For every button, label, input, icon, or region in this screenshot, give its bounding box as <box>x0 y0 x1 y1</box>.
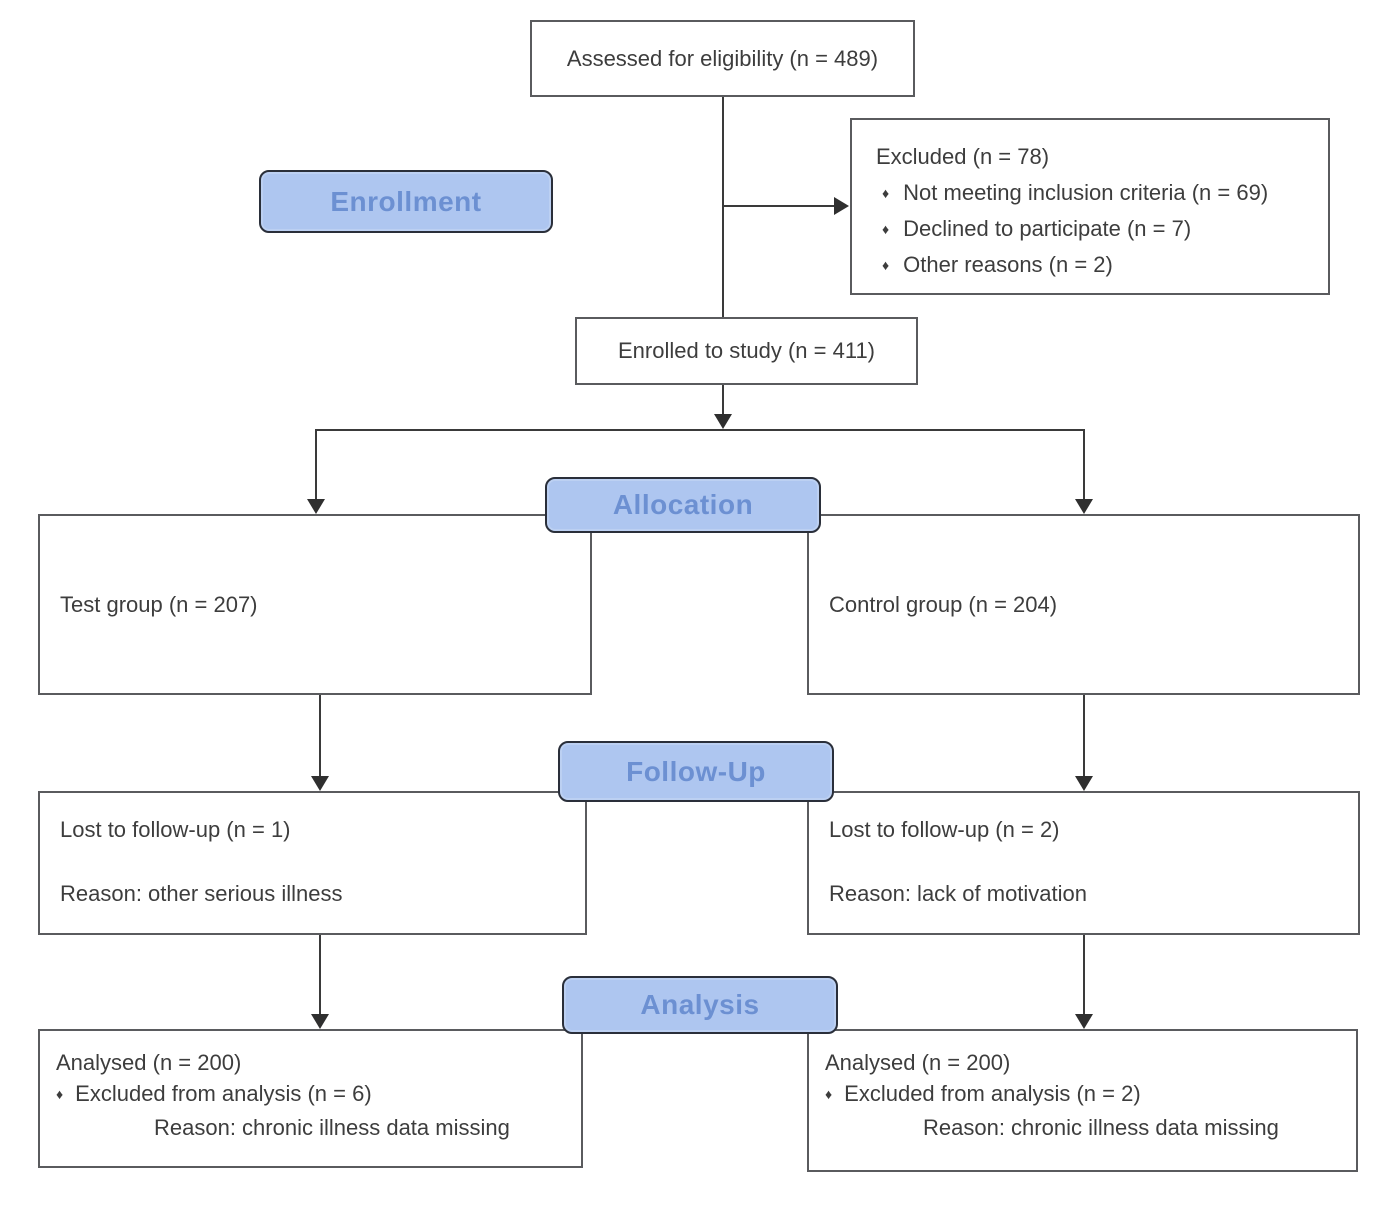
control-group-text: Control group (n = 204) <box>829 591 1058 617</box>
followup-test-box: Lost to follow-up (n = 1) Reason: other … <box>38 791 587 935</box>
excluded-box: Excluded (n = 78) ♦ Not meeting inclusio… <box>850 118 1330 295</box>
connector-enrolled-to-branch <box>722 385 724 416</box>
diamond-bullet-icon: ♦ <box>882 257 890 273</box>
arrowhead-down-control-group-icon <box>1075 499 1093 514</box>
phase-label-analysis-text: Analysis <box>640 989 760 1020</box>
diamond-bullet-icon: ♦ <box>825 1086 833 1102</box>
connector-followup-to-analysis-control <box>1083 935 1085 1015</box>
excluded-item-text: Other reasons (n = 2) <box>903 252 1113 277</box>
arrowhead-right-excluded-icon <box>834 197 849 215</box>
arrowhead-down-followup-test-icon <box>311 776 329 791</box>
connector-to-excluded <box>723 205 835 207</box>
analysis-control-box: Analysed (n = 200) ♦ Excluded from analy… <box>807 1029 1358 1172</box>
excluded-item: ♦ Declined to participate (n = 7) <box>876 216 1320 244</box>
followup-control-box: Lost to follow-up (n = 2) Reason: lack o… <box>807 791 1360 935</box>
followup-test-reason-text: Reason: other serious illness <box>60 881 343 906</box>
followup-control-reason-text: Reason: lack of motivation <box>829 881 1088 906</box>
assessed-eligibility-text: Assessed for eligibility (n = 489) <box>566 45 879 71</box>
arrowhead-down-analysis-test-icon <box>311 1014 329 1029</box>
test-group-box: Test group (n = 207) <box>38 514 592 695</box>
excluded-item-text: Declined to participate (n = 7) <box>903 216 1192 241</box>
connector-followup-to-analysis-test <box>319 935 321 1015</box>
enrolled-text: Enrolled to study (n = 411) <box>617 338 876 363</box>
analysis-test-box: Analysed (n = 200) ♦ Excluded from analy… <box>38 1029 583 1168</box>
analysis-test-analysed-text: Analysed (n = 200) <box>56 1050 242 1075</box>
control-group-box: Control group (n = 204) <box>807 514 1360 695</box>
analysis-test-excluded-text: Excluded from analysis (n = 6) <box>75 1081 372 1106</box>
followup-control-lost-text: Lost to follow-up (n = 2) <box>829 817 1060 842</box>
diamond-bullet-icon: ♦ <box>882 221 890 237</box>
phase-label-enrollment-text: Enrollment <box>330 185 482 217</box>
connector-control-group-to-followup <box>1083 695 1085 777</box>
excluded-item-text: Not meeting inclusion criteria (n = 69) <box>903 180 1269 205</box>
phase-label-enrollment: Enrollment <box>259 170 553 233</box>
phase-label-followup-text: Follow-Up <box>626 755 766 787</box>
analysis-test-reason-text: Reason: chronic illness data missing <box>154 1115 510 1140</box>
branch-line-allocation <box>315 429 1085 431</box>
analysis-control-analysed-text: Analysed (n = 200) <box>825 1050 1011 1075</box>
phase-label-analysis: Analysis <box>562 976 838 1034</box>
excluded-item: ♦ Not meeting inclusion criteria (n = 69… <box>876 180 1320 208</box>
connector-branch-to-test-group <box>315 429 317 500</box>
arrowhead-down-branch-icon <box>714 414 732 429</box>
excluded-title: Excluded (n = 78) <box>876 144 1050 169</box>
phase-label-followup: Follow-Up <box>558 741 834 802</box>
excluded-item: ♦ Other reasons (n = 2) <box>876 252 1320 280</box>
arrowhead-down-analysis-control-icon <box>1075 1014 1093 1029</box>
enrolled-box: Enrolled to study (n = 411) <box>575 317 918 385</box>
analysis-control-excluded-text: Excluded from analysis (n = 2) <box>844 1081 1141 1106</box>
analysis-control-excluded-row: ♦ Excluded from analysis (n = 2) <box>825 1078 1348 1112</box>
diamond-bullet-icon: ♦ <box>56 1086 64 1102</box>
analysis-test-excluded-row: ♦ Excluded from analysis (n = 6) <box>56 1078 573 1112</box>
followup-test-lost-text: Lost to follow-up (n = 1) <box>60 817 291 842</box>
arrowhead-down-test-group-icon <box>307 499 325 514</box>
connector-branch-to-control-group <box>1083 429 1085 500</box>
diamond-bullet-icon: ♦ <box>882 185 890 201</box>
analysis-control-reason-text: Reason: chronic illness data missing <box>923 1115 1279 1140</box>
arrowhead-down-followup-control-icon <box>1075 776 1093 791</box>
connector-test-group-to-followup <box>319 695 321 777</box>
assessed-eligibility-box: Assessed for eligibility (n = 489) <box>530 20 915 97</box>
phase-label-allocation-text: Allocation <box>612 489 754 520</box>
phase-label-allocation: Allocation <box>545 477 821 533</box>
connector-assessed-to-enrolled <box>722 97 724 318</box>
test-group-text: Test group (n = 207) <box>60 591 258 617</box>
